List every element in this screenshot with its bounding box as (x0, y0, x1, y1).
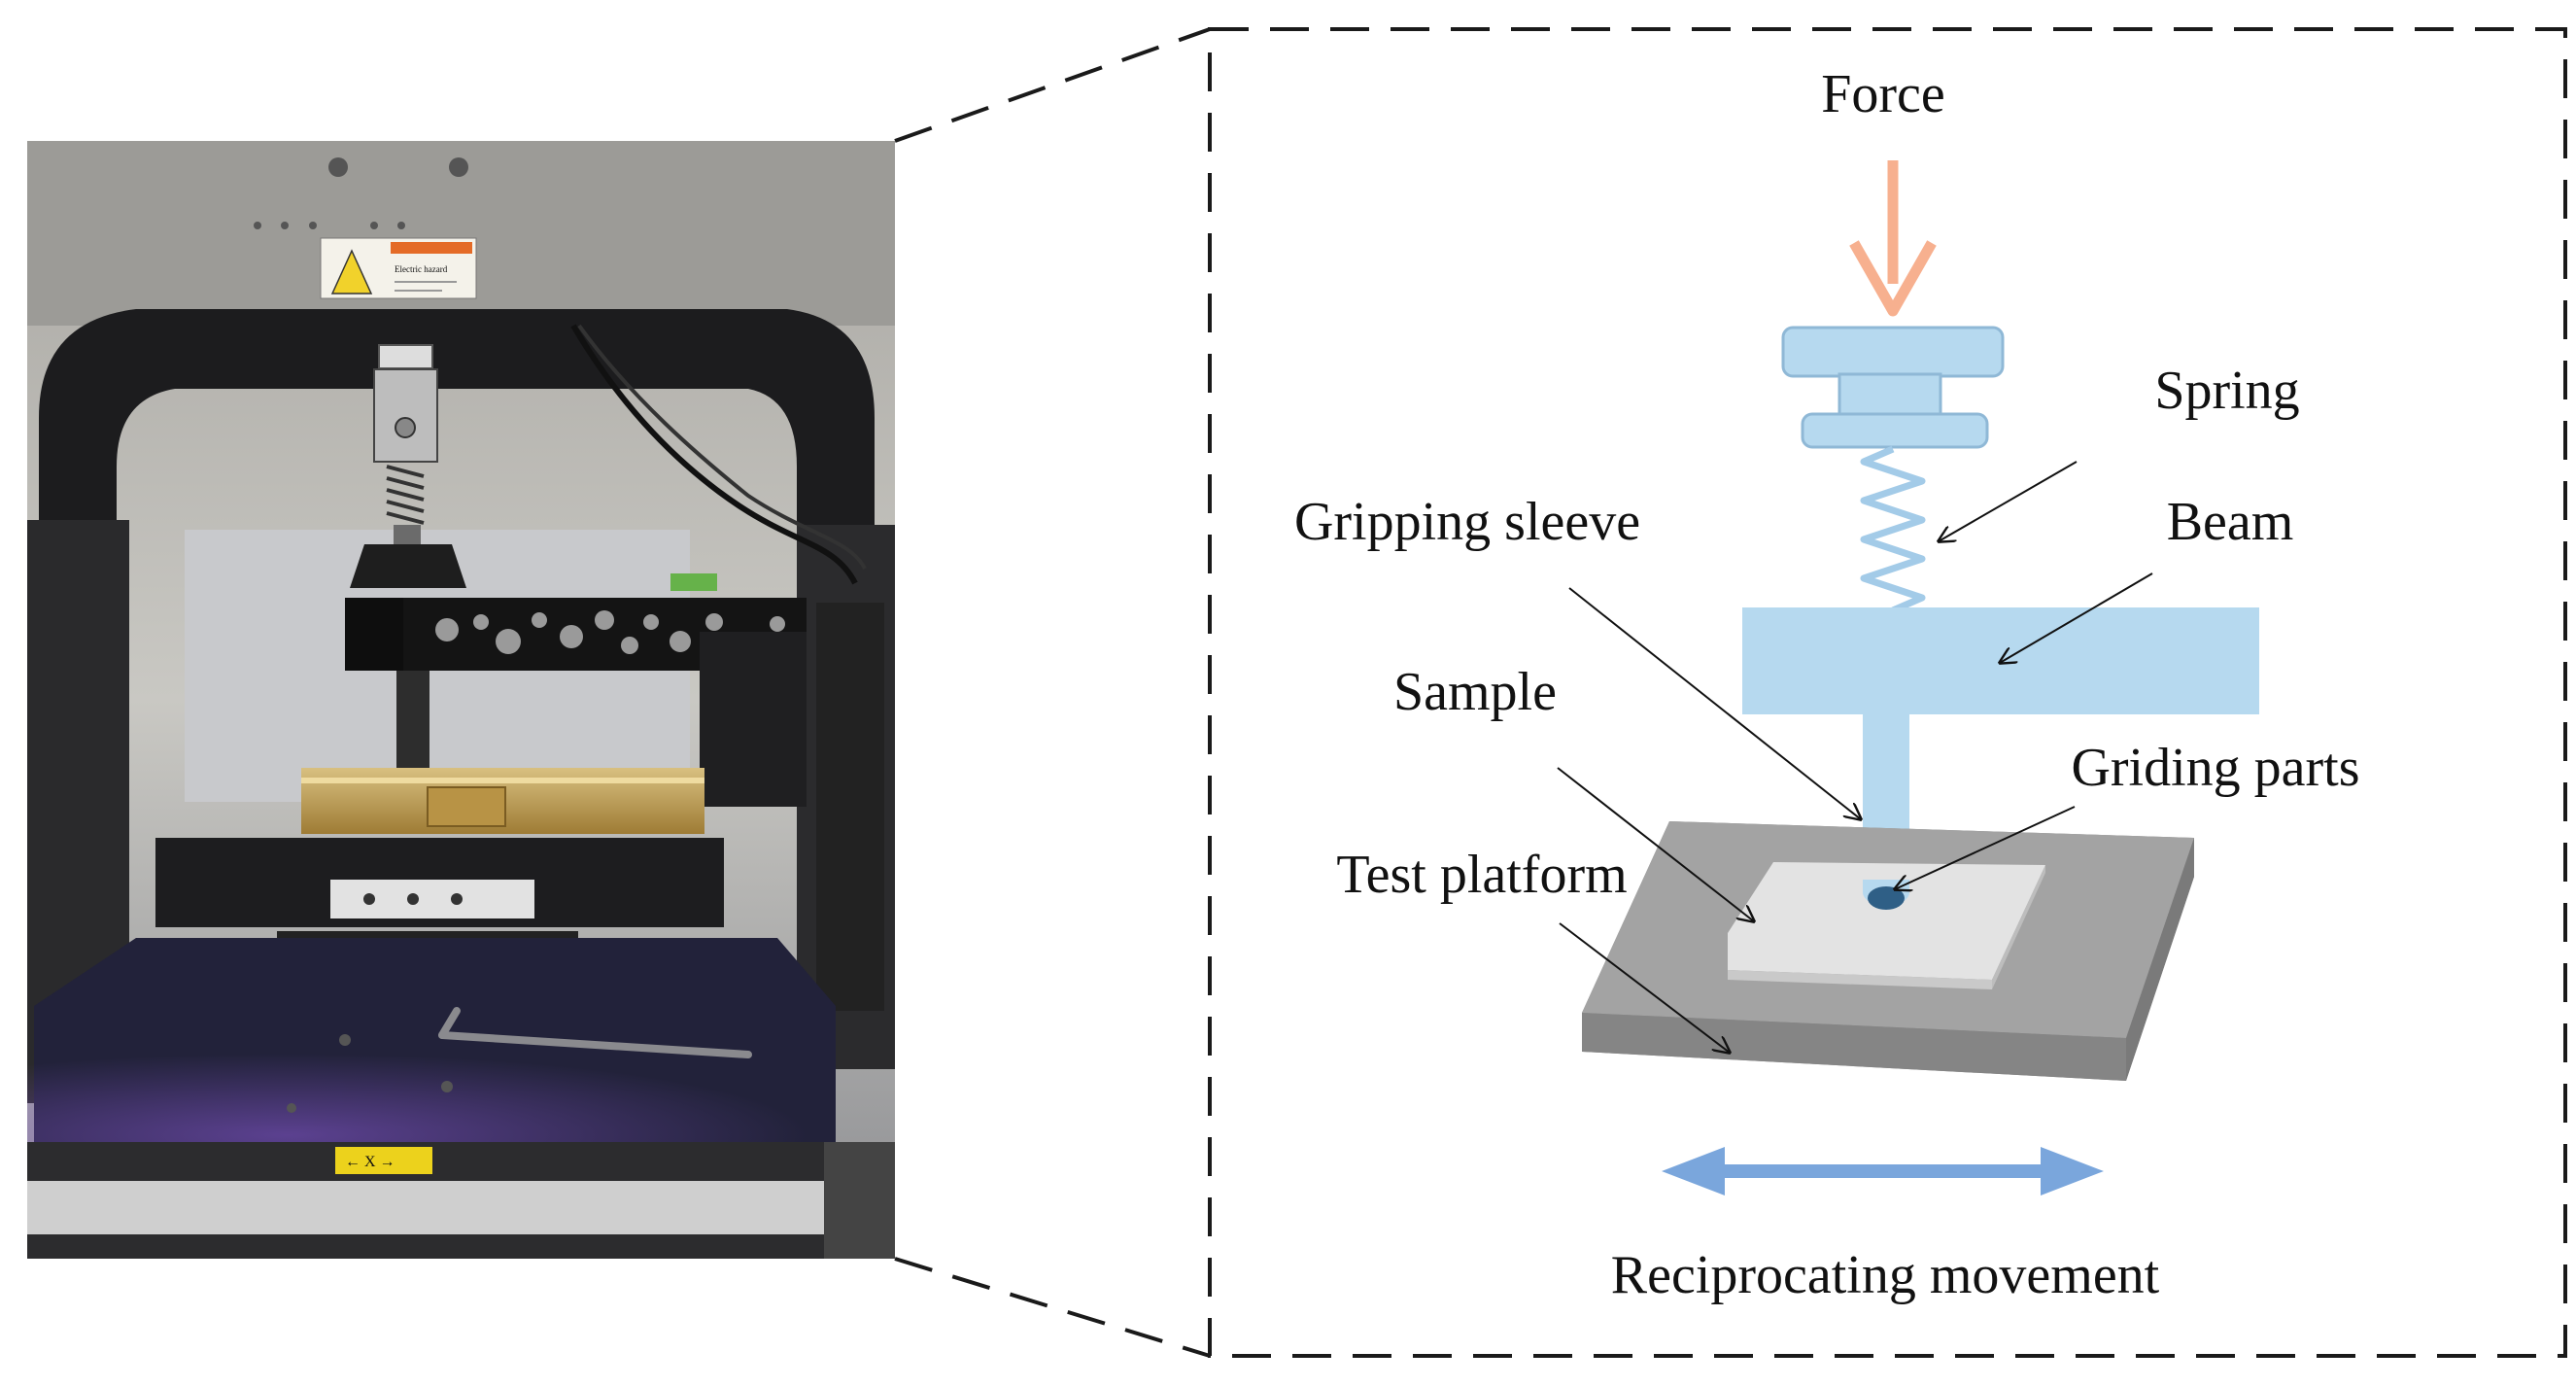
gripping-sleeve-leader (1568, 587, 1861, 819)
test-platform-side (2126, 838, 2194, 1081)
probe-rod (396, 671, 429, 768)
sample-leader (1557, 767, 1754, 921)
screw-icon (449, 157, 468, 177)
test-platform-label: Test platform (1336, 845, 1627, 905)
reciprocating-arrow (1662, 1147, 2104, 1195)
beam-label: Beam (2167, 492, 2294, 552)
scale-sticker (335, 1147, 432, 1174)
screw-icon (328, 157, 348, 177)
beam-leader (2000, 572, 2153, 663)
hazard-icon (330, 249, 373, 295)
zoom-line-bottom (894, 1257, 1211, 1358)
zoom-frame (1208, 27, 2567, 1358)
test-platform-front (1582, 1013, 2126, 1081)
motor-block (700, 632, 807, 807)
side-rail (816, 603, 884, 1011)
zoom-line-top (894, 27, 1211, 143)
gripping-sleeve-label: Gripping sleeve (1294, 492, 1640, 552)
screw-icon (254, 222, 261, 229)
schematic: Force Spring Beam Gripping sleeve Sample… (1294, 64, 2360, 1305)
level-indicator (670, 573, 717, 591)
tester-photo: Electric hazard (27, 141, 895, 1259)
warning-sticker-header (391, 242, 472, 254)
griding-parts-leader (1895, 806, 2076, 889)
hex-key (438, 1031, 752, 1058)
griding-parts-label: Griding parts (2071, 738, 2359, 798)
scale-sticker-text: ← X → (345, 1154, 395, 1170)
load-frame-arch (39, 309, 875, 530)
spring-label: Spring (2154, 361, 2299, 421)
load-cap (1781, 326, 2005, 378)
stage-window (330, 880, 534, 918)
spring-coil (1860, 445, 1926, 614)
photo-spring (386, 465, 425, 525)
sensor-label (378, 344, 433, 369)
reciprocating-movement-label: Reciprocating movement (1611, 1245, 2160, 1305)
griding-tip (1868, 886, 1905, 910)
sample-plate (1728, 862, 2045, 980)
force-arrow-head (1849, 240, 1937, 317)
screw-icon (281, 222, 289, 229)
force-label: Force (1821, 64, 1945, 124)
beam-block (1742, 607, 2259, 714)
test-platform-leader (1559, 922, 1730, 1053)
screw-icon (397, 222, 405, 229)
clamp-body (350, 544, 466, 588)
warning-sticker-text: Electric hazard (395, 264, 448, 274)
cable (570, 324, 858, 585)
load-neck (1838, 372, 1942, 420)
sample-label: Sample (1393, 662, 1557, 722)
screw-icon (309, 222, 317, 229)
screw-icon (370, 222, 378, 229)
load-flange (1801, 412, 1989, 449)
spring-leader (1939, 461, 2078, 541)
load-clevis (373, 368, 438, 463)
